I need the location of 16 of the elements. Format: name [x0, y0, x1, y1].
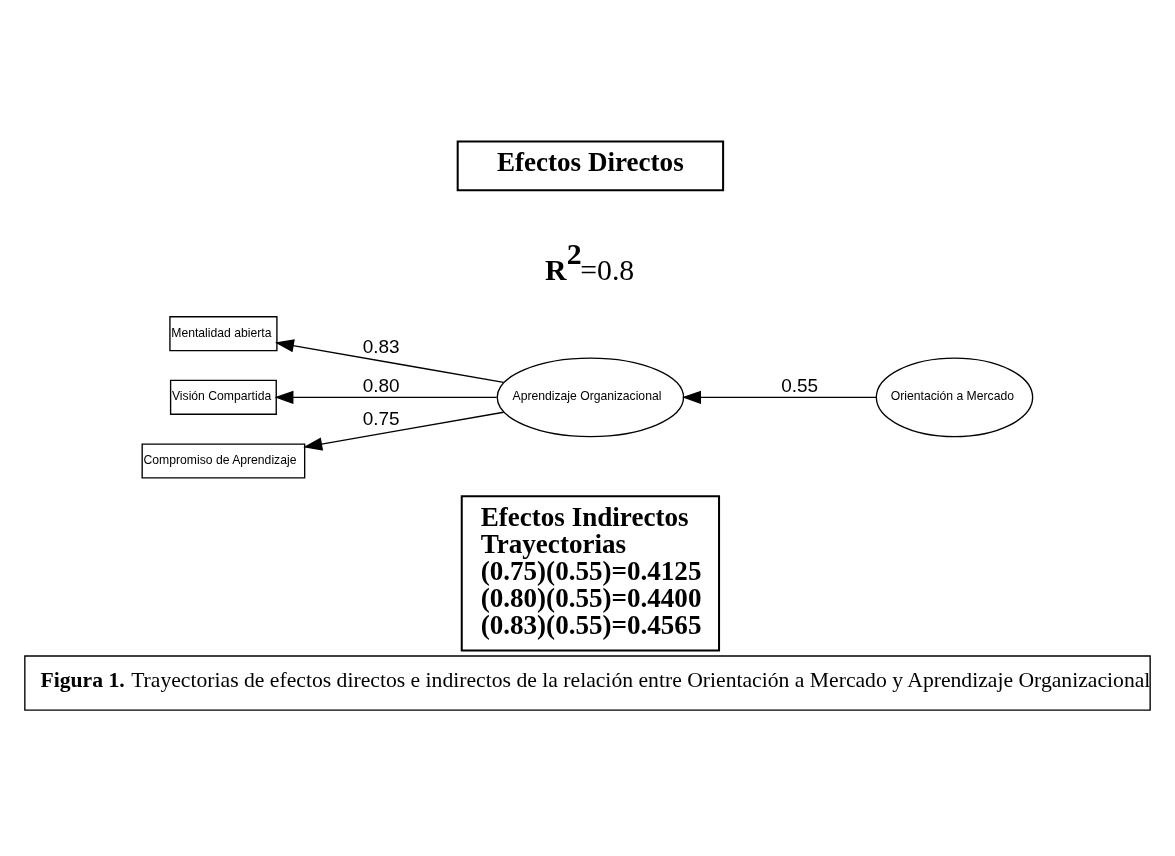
caption: Figura 1. Trayectorias de efectos directos e indirectos de la relación entre Orientación a Mercado y Aprendizaje Organizacional [40, 667, 1151, 692]
node-box: Mentalidad abierta [169, 315, 278, 351]
arrow [274, 338, 505, 383]
edge-label: 0.75 [362, 407, 400, 429]
node-box: Compromiso de Aprendizaje [141, 442, 306, 479]
edge-label: 0.83 [362, 335, 400, 357]
node-box: Visión Compartida [169, 379, 277, 415]
arrow [274, 390, 498, 404]
arrow [303, 411, 505, 451]
arrow [682, 390, 877, 404]
edge-label: 0.80 [362, 374, 400, 396]
node-box: Efectos Indirectos Trayectorias (0.75)(0.55)=0.4125 (0.80)(0.55)=0.4400 (0.83)(0.55)=0.4565 [460, 494, 721, 652]
node-ellipse: Aprendizaje Organizacional [496, 356, 685, 437]
node-ellipse: Orientación a Mercado [875, 356, 1034, 437]
edge-label: 0.55 [781, 374, 819, 396]
node-box: Efectos Directos [456, 139, 725, 191]
